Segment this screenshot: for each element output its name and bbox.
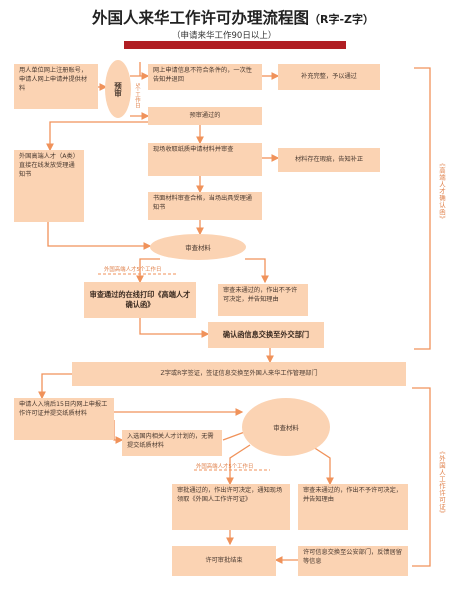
five-days-label-1: 5个工作日 (134, 83, 140, 109)
title-main: 外国人来华工作许可办理流程图 (92, 9, 310, 27)
talent-a-box: 外国高端人才（A类）直接在线发放受理通知书 (14, 150, 84, 222)
title-suffix: （R字-Z字） (309, 13, 375, 26)
not-meet-box: 网上申请信息不符合条件的，一次性告知并退回 (148, 64, 262, 90)
page-subtitle: （申请来华工作90日以上） (172, 31, 277, 41)
title-bar (124, 41, 346, 49)
not-pass-box-2: 审查未通过的，作出不予许可决定，并告知理由 (298, 484, 408, 530)
supplement-box: 补充完整，予以通过 (278, 64, 380, 90)
side-label-upper: 《高端人才确认函》 (438, 160, 446, 223)
pre-passed-box: 预审通过的 (148, 107, 262, 125)
five-days-label-2: 外国高端人才5个工作日 (104, 267, 162, 273)
exchange-foreign-box: 确认函信息交换至外交部门 (208, 322, 324, 348)
review-node-2: 审查材料 (242, 398, 330, 456)
approve-box: 审批通过的，作出许可决定，通知现场领取《外国人工作许可证》 (172, 484, 290, 530)
collect-paper-box: 现场收取纸质申请材料并审查 (148, 143, 262, 176)
side-label-lower: 《外国人工作许可证》 (438, 448, 446, 517)
material-issue-box: 材料存在瑕疵，告知补正 (278, 148, 380, 172)
pre-review-node: 预审 (105, 60, 131, 118)
paper-ok-box: 书面材料审查合格，当场出具受理通知书 (148, 192, 262, 220)
review-node-1: 审查材料 (150, 234, 246, 260)
in-plan-box: 入选国内相关人才计划的，无需提交纸质材料 (122, 430, 222, 456)
page-title: 外国人来华工作许可办理流程图（R字-Z字） (92, 6, 374, 28)
not-pass-box-1: 审查未通过的，作出不予许可决定，并告知理由 (218, 284, 308, 316)
apply-15-box: 申请人入境后15日内网上申报工作许可证并提交纸质材料 (14, 398, 114, 440)
end-box: 许可审批结束 (172, 546, 276, 576)
employer-register-box: 用人单位网上注册账号，申请人网上申请并提供材料 (14, 64, 98, 109)
exchange-police-box: 许可信息交换至公安部门，反馈居留等信息 (298, 546, 408, 576)
print-letter-box: 审查通过的在线打印《高端人才确认函》 (84, 282, 196, 318)
visa-box: Z字或R字签证，签证信息交换至外国人来华工作管理部门 (72, 362, 406, 386)
five-days-label-3: 外国高端人才5个工作日 (196, 464, 254, 470)
